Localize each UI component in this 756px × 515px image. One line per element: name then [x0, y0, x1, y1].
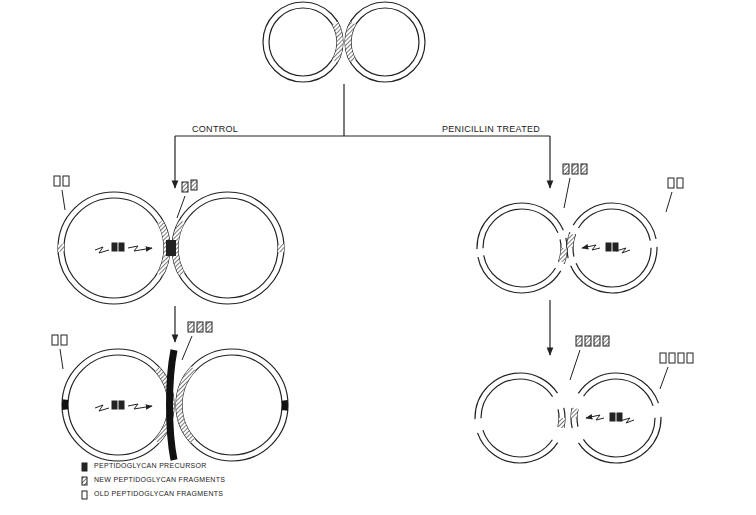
legend-text: PEPTIDOGLYCAN PRECURSOR [94, 462, 207, 469]
branch-label: CONTROL [190, 124, 240, 134]
legend-text: NEW PEPTIDOGLYCAN FRAGMENTS [94, 476, 225, 483]
branch-label: PENICILLIN TREATED [440, 124, 542, 134]
legend-text: OLD PEPTIDOGLYCAN FRAGMENTS [94, 490, 223, 497]
